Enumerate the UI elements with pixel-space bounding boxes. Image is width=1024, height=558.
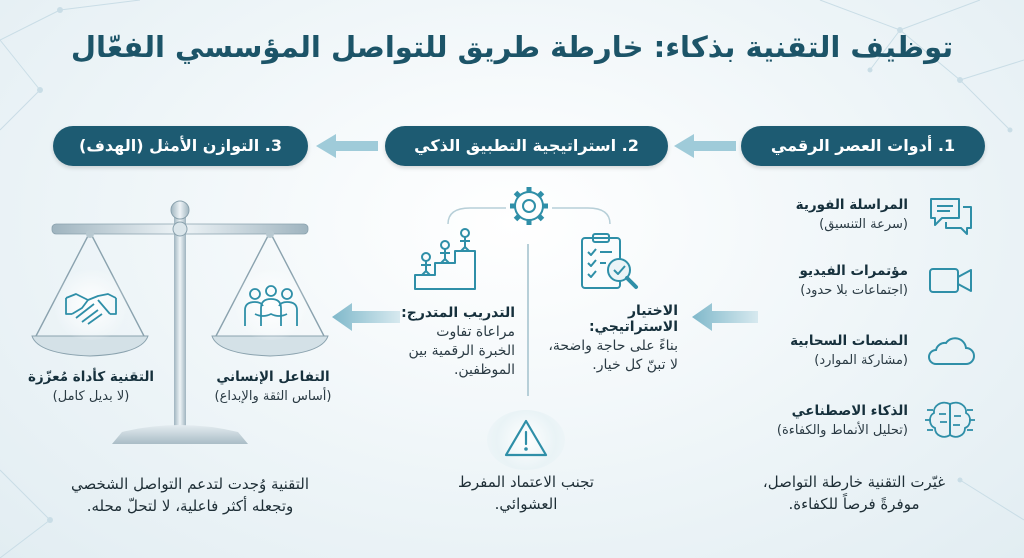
arrow-left-icon (332, 303, 400, 331)
tool-item: مؤتمرات الفيديو (اجتماعات بلا حدود) (700, 263, 909, 298)
ai-brain-icon (925, 401, 975, 438)
human-interaction-label: التفاعل الإنساني (أساس الثقة والإبداع) (196, 369, 350, 404)
tool-item: المنصات السحابية (مشاركة الموارد) (700, 333, 908, 368)
arrow-left-icon (674, 134, 736, 158)
technology-tool-label: التقنية كأداة مُعزّزة (لا بديل كامل) (14, 369, 168, 404)
warning-triangle-icon (504, 419, 548, 457)
column-header-goal: 3. التوازن الأمثل (الهدف) (53, 126, 308, 166)
team-people-icon (244, 285, 298, 326)
tool-description: (اجتماعات بلا حدود) (800, 283, 908, 298)
tool-name: المراسلة الفورية (795, 197, 908, 213)
human-subtitle: (أساس الثقة والإبداع) (214, 389, 332, 404)
selection-line: بناءً على حاجة واضحة، (548, 338, 678, 354)
warning-text: تجنب الاعتماد المفرط العشوائي. (420, 471, 632, 515)
tech-subtitle: (لا بديل كامل) (52, 389, 130, 404)
strategy-selection: الاختيار الاستراتيجي: بناءً على حاجة واض… (540, 303, 678, 375)
selection-line: لا تبنّ كل خيار. (592, 357, 678, 373)
glow (50, 270, 132, 340)
divider (527, 244, 529, 396)
cloud-icon (928, 337, 975, 365)
checklist-magnifier-icon (581, 233, 638, 289)
tool-item: المراسلة الفورية (سرعة التنسيق) (700, 197, 908, 232)
training-title: التدريب المتدرج: (401, 305, 515, 321)
summary-line: موفرةً فرصاً للكفاءة. (788, 495, 920, 513)
arrow-left-icon (316, 134, 378, 158)
strategy-training: التدريب المتدرج: مراعاة تفاوت الخبرة الر… (380, 305, 515, 380)
warning-line: تجنب الاعتماد المفرط (458, 473, 594, 491)
gear-icon (510, 187, 548, 225)
tool-name: الذكاء الاصطناعي (791, 403, 908, 419)
column-header-tools: 1. أدوات العصر الرقمي (741, 126, 985, 166)
tool-item: الذكاء الاصطناعي (تحليل الأنماط والكفاءة… (700, 403, 908, 438)
summary-line: وتجعله أكثر فاعلية، لا لتحلّ محله. (86, 497, 294, 515)
balance-scale-icon (31, 200, 329, 444)
warning-line: العشوائي. (494, 495, 558, 513)
training-line: مراعاة تفاوت (436, 324, 515, 340)
handshake-icon (65, 293, 117, 325)
balance-summary: التقنية وُجدت لتدعم التواصل الشخصي وتجعل… (30, 473, 350, 517)
summary-line: التقنية وُجدت لتدعم التواصل الشخصي (70, 475, 310, 493)
stairs-progress-icon (414, 228, 476, 290)
human-title: التفاعل الإنساني (216, 369, 330, 385)
training-line: الموظفين. (453, 362, 515, 378)
column-header-strategy: 2. استراتيجية التطبيق الذكي (385, 126, 668, 166)
tools-summary: غيّرت التقنية خارطة التواصل، موفرةً فرصا… (704, 471, 1004, 515)
tool-description: (تحليل الأنماط والكفاءة) (776, 423, 908, 438)
summary-line: غيّرت التقنية خارطة التواصل، (762, 473, 946, 491)
tech-title: التقنية كأداة مُعزّزة (27, 369, 155, 385)
tool-name: المنصات السحابية (790, 333, 908, 349)
video-camera-icon (929, 268, 972, 293)
selection-title: الاختيار الاستراتيجي: (588, 303, 678, 335)
training-line: الخبرة الرقمية بين (408, 343, 515, 359)
glow (230, 270, 312, 340)
gear-bracket-diagram (447, 187, 611, 225)
arrow-left-icon (692, 303, 758, 331)
page-title: توظيف التقنية بذكاء: خارطة طريق للتواصل … (70, 30, 954, 64)
tool-description: (سرعة التنسيق) (819, 217, 908, 232)
tool-name: مؤتمرات الفيديو (799, 263, 909, 279)
tool-description: (مشاركة الموارد) (814, 353, 908, 368)
chat-bubbles-icon (930, 198, 972, 235)
